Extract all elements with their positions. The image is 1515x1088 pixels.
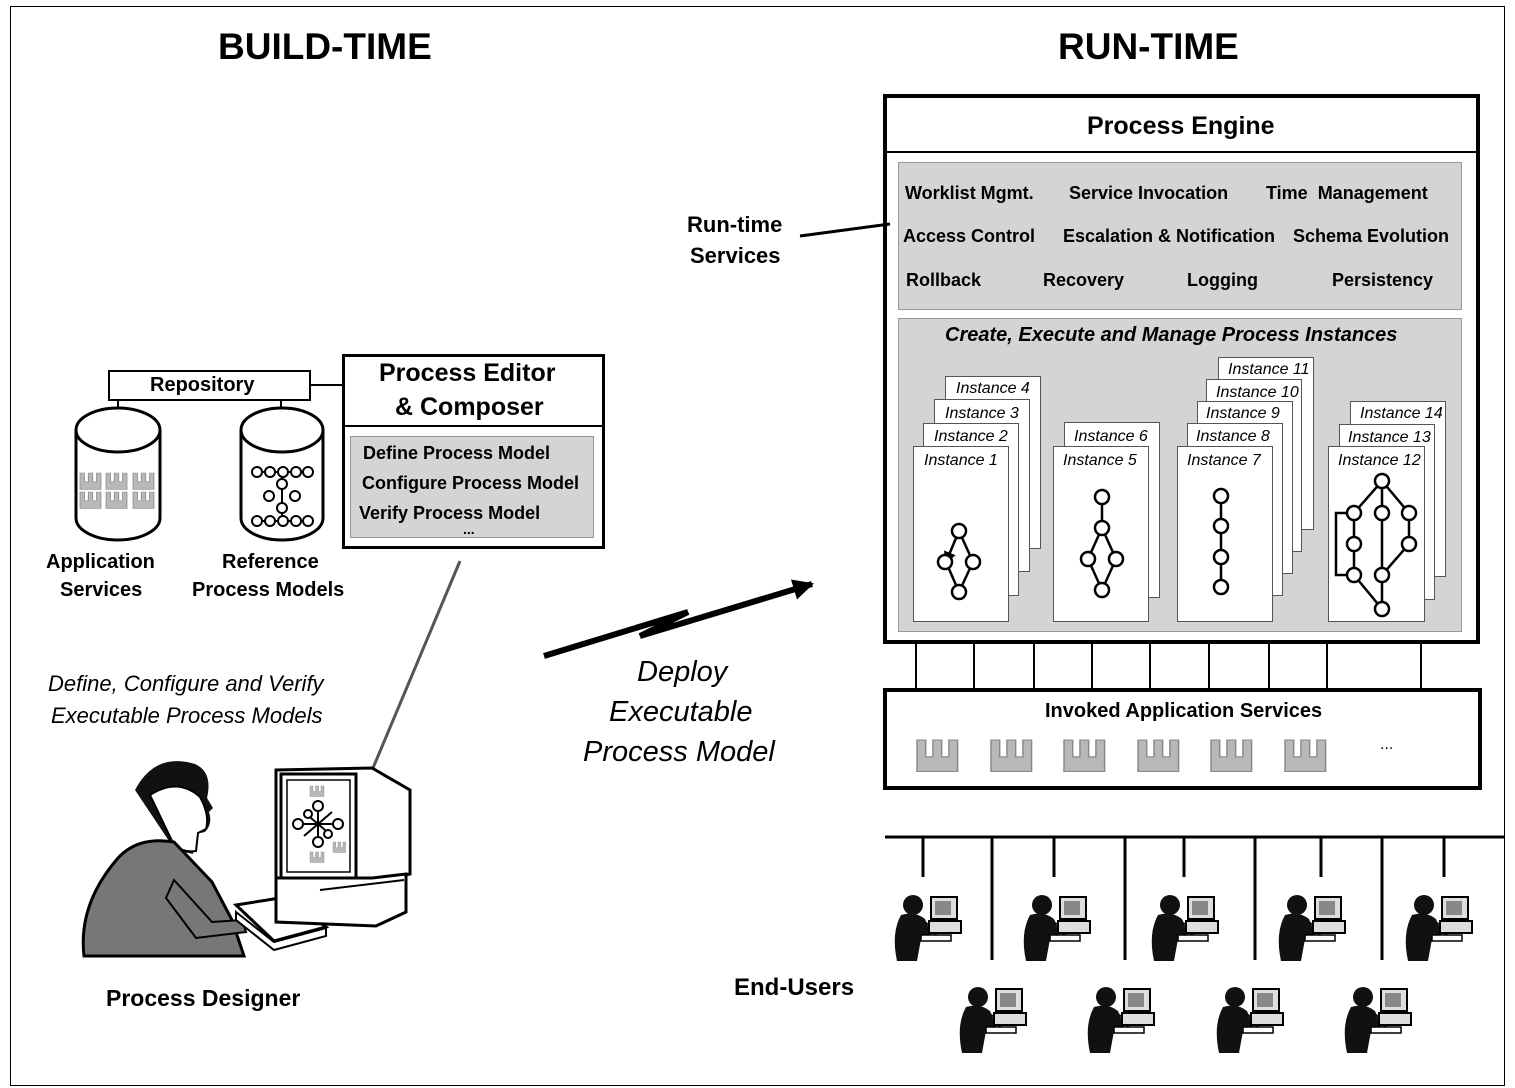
service-persistency: Persistency (1332, 270, 1434, 290)
instance-label: Instance 3 (945, 405, 1019, 422)
ref-models-label-2: Process Models (192, 579, 345, 601)
process-designer-icon (81, 761, 412, 958)
deploy-line1: Deploy (637, 656, 728, 688)
service-schema-evolution: Schema Evolution (1293, 226, 1450, 246)
invoked-services-title: Invoked Application Services (1045, 700, 1323, 722)
invoked-services-box (883, 688, 1482, 790)
service-worklist: Worklist Mgmt. (905, 183, 1034, 203)
ref-models-database-icon (239, 406, 325, 542)
instance-12-graph (1334, 472, 1418, 618)
editor-divider (344, 425, 603, 427)
instance-label: Instance 10 (1216, 384, 1299, 401)
instance-1-graph (936, 522, 982, 601)
engine-service-connectors (915, 644, 1422, 688)
app-services-label-1: Application (46, 551, 155, 573)
service-rollback: Rollback (906, 270, 982, 290)
instance-label: Instance 13 (1348, 429, 1431, 446)
editor-to-designer-line (371, 560, 462, 769)
instance-5-graph (1079, 488, 1125, 599)
invoked-service-icons (916, 739, 1327, 773)
engine-divider (887, 151, 1476, 153)
instance-label: Instance 2 (934, 428, 1008, 445)
instance-label: Instance 14 (1360, 405, 1443, 422)
app-services-database-icon (74, 406, 162, 542)
runtime-services-panel (898, 162, 1462, 310)
service-access-control: Access Control (903, 226, 1036, 246)
instance-label: Instance 6 (1074, 428, 1148, 445)
instance-label: Instance 11 (1228, 361, 1310, 378)
runtime-services-pointer (799, 222, 891, 238)
editor-item-define: Define Process Model (363, 443, 551, 463)
app-services-label-2: Services (60, 579, 143, 601)
editor-item-verify: Verify Process Model (359, 503, 541, 523)
build-time-heading: BUILD-TIME (218, 26, 432, 67)
instance-label: Instance 1 (924, 452, 998, 469)
end-user-icons (893, 894, 1473, 1054)
deploy-arrow (543, 579, 815, 659)
deploy-line2: Executable (609, 696, 753, 728)
service-recovery: Recovery (1043, 270, 1125, 290)
instance-label: Instance 7 (1187, 452, 1261, 469)
designer-caption-1: Define, Configure and Verify (48, 671, 324, 696)
instance-label: Instance 9 (1206, 405, 1280, 422)
runtime-services-label-2: Services (690, 243, 781, 268)
designer-caption-2: Executable Process Models (51, 703, 323, 728)
invoked-ellipsis: ... (1380, 736, 1394, 753)
instance-label: Instance 4 (956, 380, 1030, 397)
instance-label: Instance 12 (1338, 452, 1421, 469)
service-invocation: Service Invocation (1069, 183, 1229, 203)
instance-7-graph (1212, 487, 1230, 596)
instance-label: Instance 8 (1196, 428, 1270, 445)
editor-ellipsis: ... (463, 521, 475, 537)
editor-item-configure: Configure Process Model (362, 473, 580, 493)
service-time-mgmt: Time Management (1266, 183, 1428, 203)
deploy-line3: Process Model (583, 736, 775, 768)
outer-frame (10, 6, 1505, 1086)
runtime-services-label-1: Run-time (687, 212, 783, 237)
editor-title-line2: & Composer (395, 393, 544, 421)
repository-box (108, 370, 311, 401)
end-users-label: End-Users (734, 974, 855, 1001)
service-escalation: Escalation & Notification (1063, 226, 1276, 246)
ref-models-label-1: Reference (222, 551, 319, 573)
editor-title-line1: Process Editor (379, 359, 556, 387)
end-user-network (885, 835, 1505, 960)
process-engine-title: Process Engine (1087, 112, 1275, 140)
run-time-heading: RUN-TIME (1058, 26, 1239, 67)
process-designer-label: Process Designer (106, 985, 301, 1011)
service-logging: Logging (1187, 270, 1258, 290)
repository-label: Repository (150, 374, 255, 396)
instances-panel-title: Create, Execute and Manage Process Insta… (945, 324, 1398, 346)
editor-function-panel (350, 436, 594, 538)
instance-label: Instance 5 (1063, 452, 1137, 469)
